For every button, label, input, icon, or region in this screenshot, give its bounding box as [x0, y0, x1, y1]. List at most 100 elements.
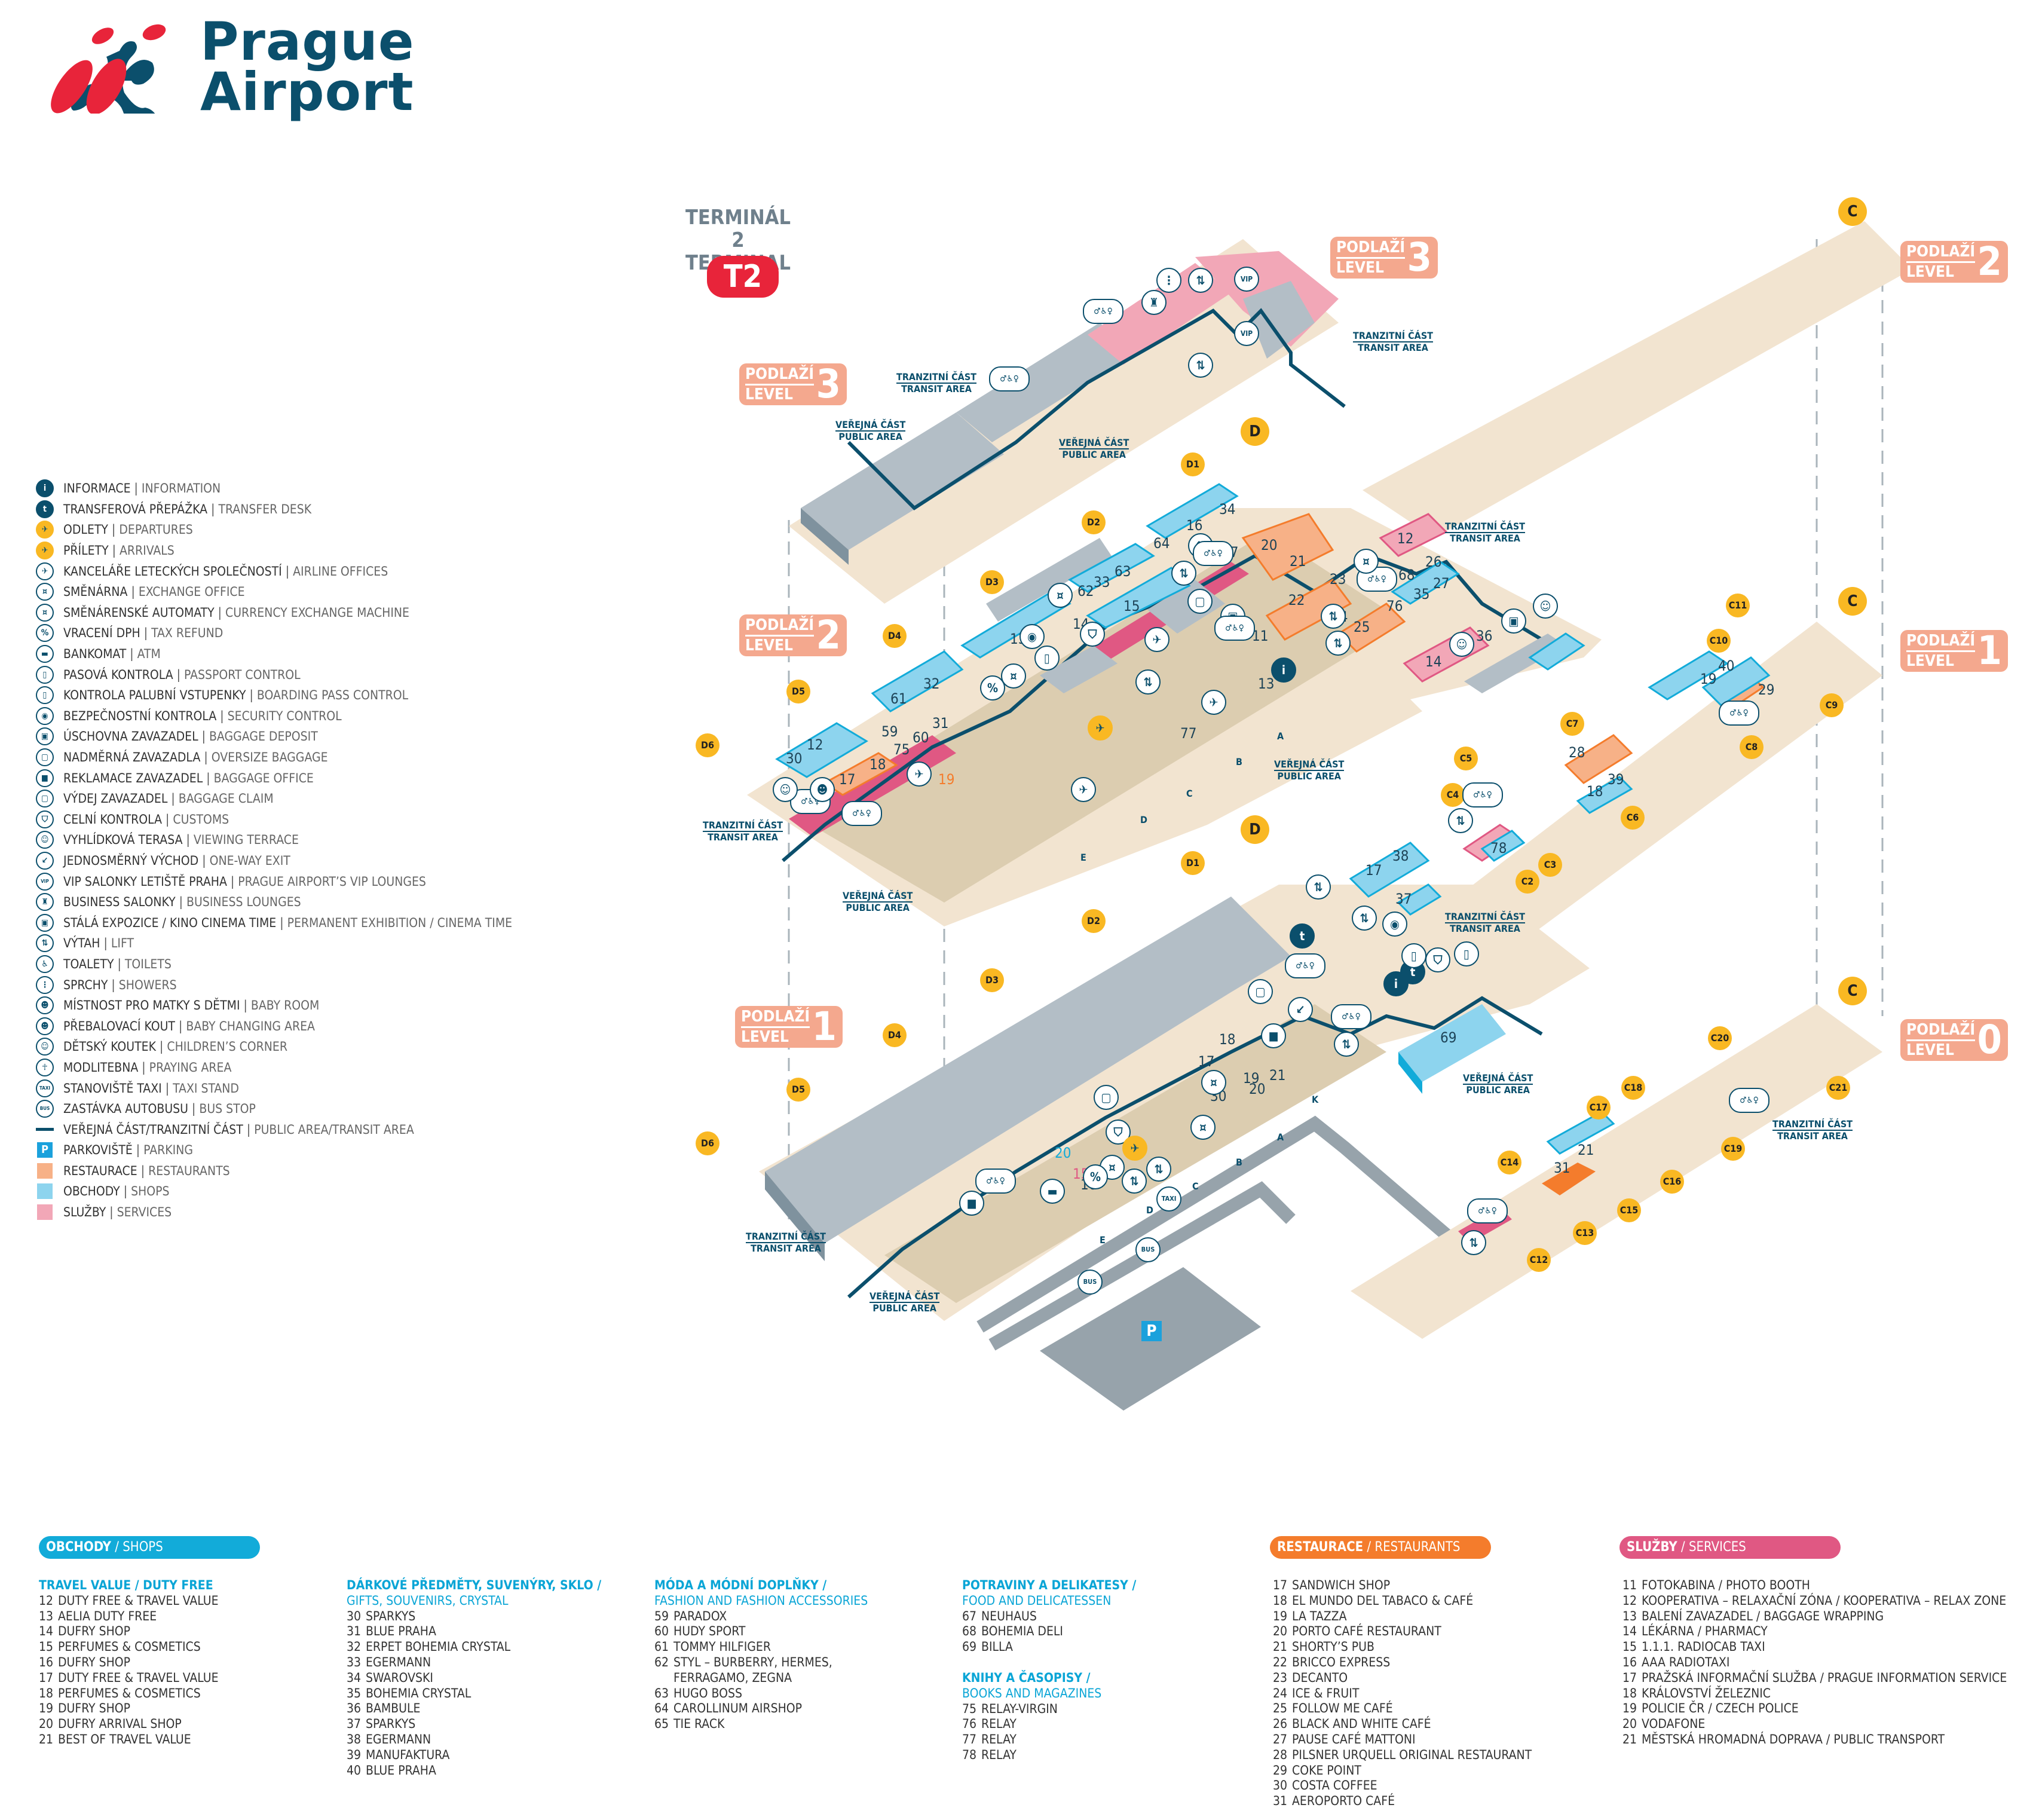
unit-39[interactable]: 39 [1608, 771, 1624, 788]
toilets-icon[interactable]: ♂♿♀ [1083, 299, 1123, 324]
unit-64[interactable]: 64 [1153, 535, 1170, 552]
unit-34[interactable]: 34 [1219, 501, 1236, 518]
unit-25[interactable]: 25 [1354, 619, 1370, 635]
exchange-office-icon[interactable]: ¤ [1354, 549, 1379, 574]
exchange-office-icon[interactable]: ¤ [1190, 1115, 1216, 1140]
currency-machine-icon[interactable]: ¤ [1048, 583, 1073, 608]
unit-19[interactable]: 19 [938, 771, 955, 788]
unit-18-small[interactable]: 18 [1219, 1031, 1236, 1048]
unit-78[interactable]: 78 [1490, 840, 1507, 857]
customs-icon[interactable]: ⛉ [1425, 947, 1450, 972]
unit-61[interactable]: 61 [890, 690, 907, 707]
baggage-claim-icon[interactable]: ▢ [1094, 1085, 1119, 1110]
bus-stop-icon[interactable]: BUS [1077, 1270, 1103, 1295]
lift-icon[interactable]: ⇅ [1188, 353, 1213, 378]
toilets-icon[interactable]: ♂♿♀ [1193, 541, 1233, 566]
unit-16[interactable]: 16 [1186, 517, 1203, 534]
parking-icon[interactable]: P [1141, 1321, 1162, 1341]
unit-21-small[interactable]: 21 [1269, 1067, 1286, 1084]
viewing-terrace-icon[interactable]: ☺ [1533, 594, 1558, 619]
unit-21[interactable]: 21 [1578, 1142, 1594, 1158]
unit-21[interactable]: 21 [1290, 553, 1306, 570]
unit-69[interactable]: 69 [1440, 1029, 1457, 1046]
lift-icon[interactable]: ⇅ [1461, 1230, 1486, 1255]
unit-20-shop[interactable]: 20 [1055, 1145, 1071, 1161]
departures-icon[interactable]: ✈ [1088, 715, 1113, 741]
baggage-office-icon[interactable]: ■ [1261, 1023, 1286, 1048]
unit-18-shop[interactable]: 18 [1587, 783, 1603, 800]
unit-31[interactable]: 31 [932, 715, 949, 732]
airline-offices-icon[interactable]: ✈ [1201, 690, 1226, 715]
unit-26[interactable]: 26 [1425, 553, 1442, 570]
toilets-icon[interactable]: ♂♿♀ [1467, 1198, 1508, 1223]
toilets-icon[interactable]: ♂♿♀ [975, 1169, 1016, 1194]
unit-36[interactable]: 36 [1476, 628, 1493, 644]
lift-icon[interactable]: ⇅ [1448, 808, 1473, 833]
childrens-corner-icon[interactable]: ☺ [1449, 632, 1474, 657]
unit-14-service[interactable]: 14 [1425, 653, 1442, 670]
baggage-office-icon[interactable]: ■ [959, 1191, 984, 1216]
unit-38[interactable]: 38 [1392, 848, 1409, 864]
unit-33[interactable]: 33 [1094, 574, 1110, 591]
lift-icon[interactable]: ⇅ [1146, 1157, 1171, 1182]
unit-35[interactable]: 35 [1413, 586, 1430, 602]
passport-control-icon[interactable]: ▯ [1401, 943, 1426, 968]
unit-29[interactable]: 29 [1758, 681, 1775, 698]
unit-22[interactable]: 22 [1288, 592, 1305, 608]
unit-20-small[interactable]: 20 [1249, 1081, 1266, 1097]
directory-item[interactable]: FERRAGAMO, ZEGNA [654, 1671, 953, 1686]
lift-icon[interactable]: ⇅ [1306, 874, 1331, 900]
passport-control-icon[interactable]: ▯ [1454, 941, 1479, 966]
info-icon[interactable]: i [1271, 657, 1296, 683]
unit-76[interactable]: 76 [1386, 598, 1403, 614]
lift-icon[interactable]: ⇅ [1321, 604, 1346, 629]
unit-59[interactable]: 59 [881, 723, 898, 740]
toilets-icon[interactable]: ♂♿♀ [989, 366, 1030, 391]
customs-icon[interactable]: ⛉ [1080, 622, 1105, 647]
unit-12-service[interactable]: 12 [1397, 530, 1414, 547]
toilets-icon[interactable]: ♂♿♀ [1285, 953, 1325, 978]
lift-icon[interactable]: ⇅ [1334, 1032, 1359, 1057]
unit-37[interactable]: 37 [1395, 891, 1412, 907]
toilets-icon[interactable]: ♂♿♀ [1729, 1088, 1769, 1113]
toilets-icon[interactable]: ♂♿♀ [1331, 1004, 1371, 1029]
toilets-icon[interactable]: ♂♿♀ [1462, 782, 1503, 807]
passport-control-icon[interactable]: ▯ [1034, 646, 1060, 671]
vip-lounge-icon[interactable]: VIP [1234, 267, 1259, 292]
lift-icon[interactable]: ⇅ [1171, 561, 1196, 586]
unit-63[interactable]: 63 [1115, 563, 1131, 580]
